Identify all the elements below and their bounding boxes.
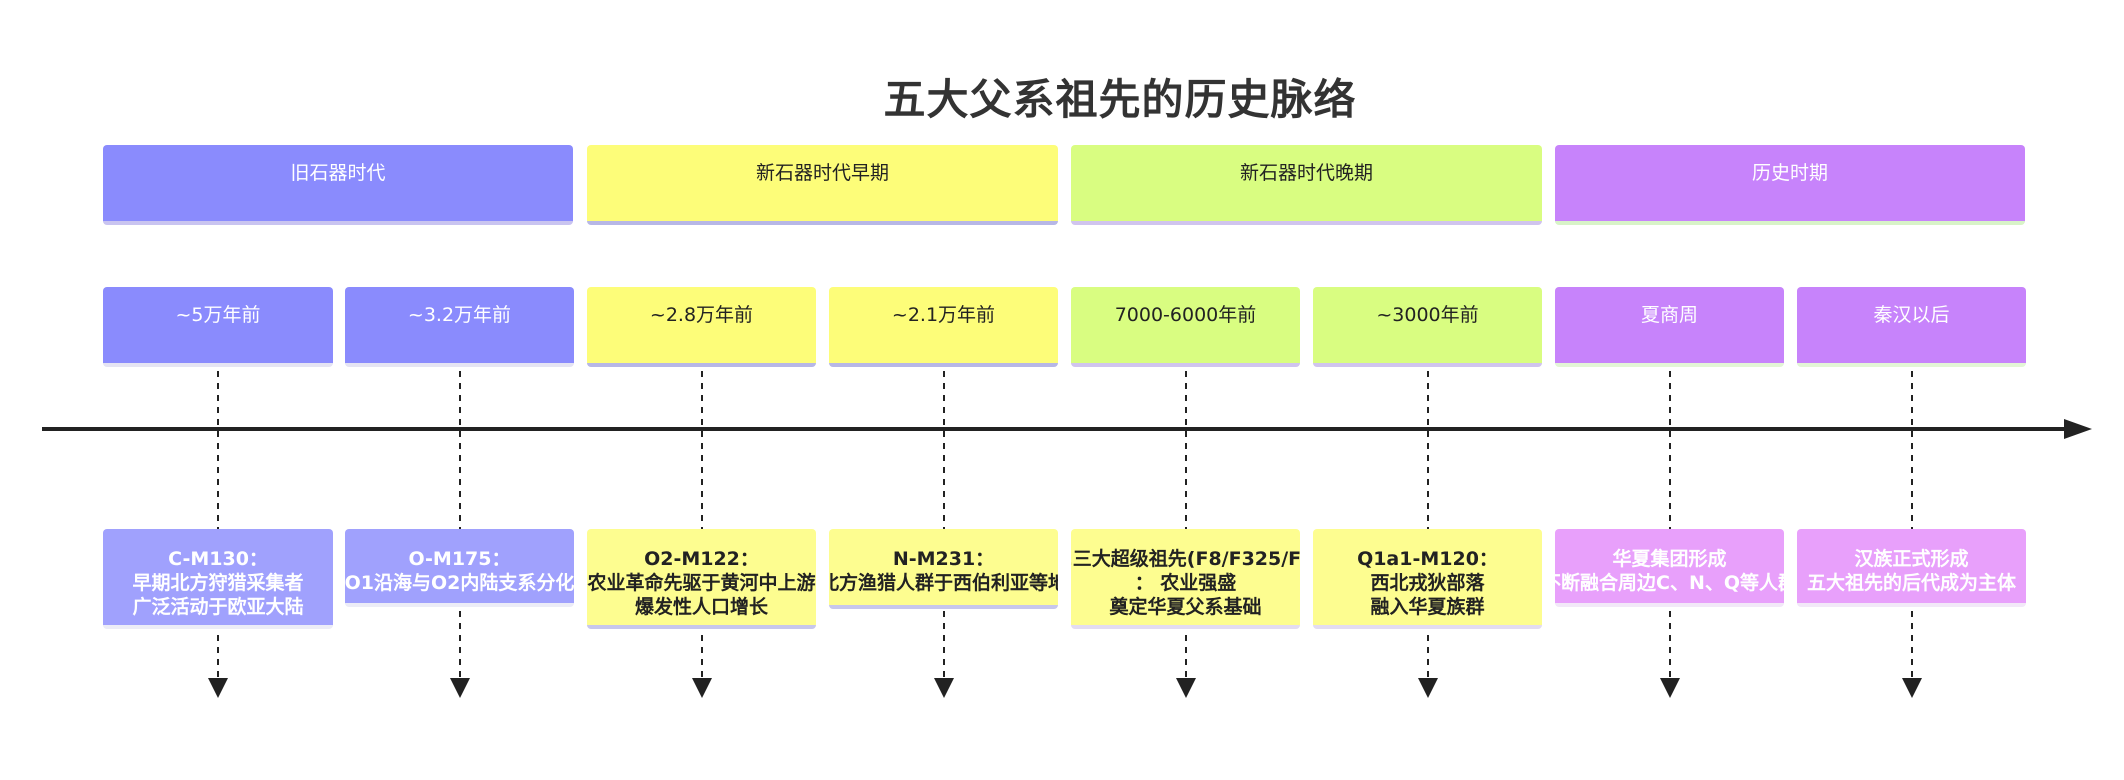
- period-label: ~3000年前: [1376, 304, 1479, 326]
- event-line: 农业革命先驱于黄河中上游: [587, 572, 816, 594]
- period-box: ~2.1万年前: [829, 287, 1058, 367]
- event-box: N-M231： 北方渔猎人群于西伯利亚等地: [829, 529, 1058, 609]
- event-line: 北方渔猎人群于西伯利亚等地: [829, 572, 1058, 594]
- event-box: 汉族正式形成 五大祖先的后代成为主体: [1797, 529, 2026, 607]
- period-box: ~3000年前: [1313, 287, 1542, 367]
- period-label: 秦汉以后: [1873, 304, 1950, 326]
- event-box: 华夏集团形成 不断融合周边C、N、Q等人群: [1555, 529, 1784, 607]
- section-label: 历史时期: [1751, 162, 1828, 184]
- period-box: 夏商周: [1555, 287, 1784, 367]
- event-line: 五大祖先的后代成为主体: [1806, 572, 2016, 594]
- event-line: O1沿海与O2内陆支系分化: [345, 572, 574, 594]
- event-line: O-M175：: [408, 548, 511, 570]
- event-line: O2-M122：: [644, 548, 759, 570]
- period-label: ~2.1万年前: [891, 304, 996, 326]
- event-line: 早期北方狩猎采集者: [132, 572, 304, 594]
- event-box: O2-M122： 农业革命先驱于黄河中上游 爆发性人口增长: [587, 529, 816, 629]
- period-box: ~5万年前: [103, 287, 333, 367]
- event-line: 爆发性人口增长: [634, 596, 768, 618]
- event-line: O2三大超级祖先(F8/F325/F46: [1071, 548, 1300, 570]
- period-label: 夏商周: [1640, 304, 1698, 326]
- event-line: N-M231：: [892, 548, 995, 570]
- event-line: Q1a1-M120：: [1357, 548, 1498, 570]
- event-line: 广泛活动于欧亚大陆: [132, 596, 304, 618]
- section-label: 旧石器时代: [290, 162, 386, 184]
- section-label: 新石器时代晚期: [1239, 162, 1373, 184]
- event-line: 融入华夏族群: [1370, 596, 1485, 618]
- event-box: O-M175： O1沿海与O2内陆支系分化: [345, 529, 574, 607]
- event-box: C-M130： 早期北方狩猎采集者 广泛活动于欧亚大陆: [103, 529, 333, 629]
- event-line: 华夏集团形成: [1612, 548, 1727, 570]
- event-line: 奠定华夏父系基础: [1109, 596, 1262, 618]
- section-early-neolithic: 新石器时代早期: [587, 145, 1058, 225]
- event-line: 不断融合周边C、N、Q等人群: [1555, 572, 1784, 594]
- section-late-neolithic: 新石器时代晚期: [1071, 145, 1542, 225]
- period-label: ~2.8万年前: [649, 304, 754, 326]
- event-line: 西北戎狄部落: [1370, 572, 1485, 594]
- event-line: C-M130：: [168, 548, 268, 570]
- event-line: 汉族正式形成: [1854, 548, 1969, 570]
- period-box: 7000-6000年前: [1071, 287, 1300, 367]
- period-box: ~3.2万年前: [345, 287, 574, 367]
- period-box: ~2.8万年前: [587, 287, 816, 367]
- event-box: Q1a1-M120： 西北戎狄部落 融入华夏族群: [1313, 529, 1542, 629]
- period-box: 秦汉以后: [1797, 287, 2026, 367]
- diagram-title: 五大父系祖先的历史脉络: [883, 75, 1357, 124]
- section-historical: 历史时期: [1555, 145, 2025, 225]
- period-label: 7000-6000年前: [1114, 304, 1257, 326]
- timeline-axis-arrowhead: [2064, 419, 2092, 439]
- period-label: ~3.2万年前: [407, 304, 512, 326]
- section-paleolithic: 旧石器时代: [103, 145, 573, 225]
- period-label: ~5万年前: [175, 304, 261, 326]
- event-box: O2三大超级祖先(F8/F325/F46 ： 农业强盛 奠定华夏父系基础: [1071, 529, 1300, 629]
- section-label: 新石器时代早期: [755, 162, 889, 184]
- event-line: ： 农业强盛: [1134, 572, 1237, 594]
